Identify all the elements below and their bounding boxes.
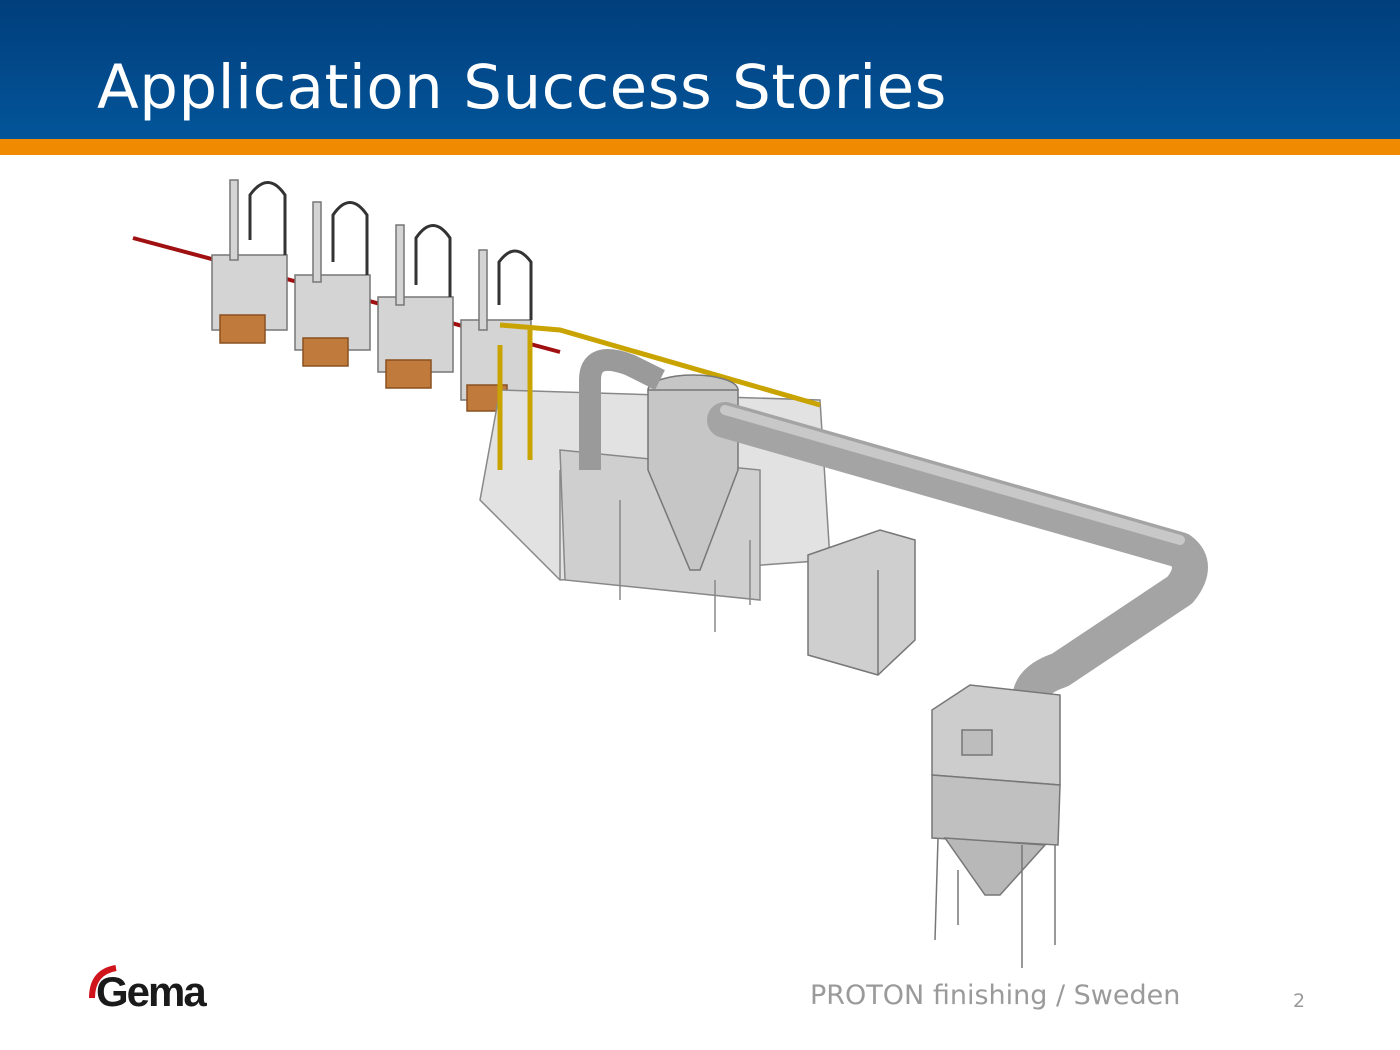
slide-header — [0, 0, 1400, 140]
control-cabinet — [807, 529, 916, 676]
powder-coating-plant-illustration — [132, 179, 1208, 968]
exhaust-duct-highlight — [720, 405, 1185, 545]
page-number: 2 — [1293, 990, 1306, 1012]
slide-caption: PROTON finishing / Sweden — [810, 980, 1181, 1011]
header-accent-stripe — [0, 139, 1400, 155]
powder-booths — [211, 179, 533, 412]
exhaust-duct — [707, 402, 1208, 718]
filter-unit — [931, 684, 1061, 968]
slide-title: Application Success Stories — [97, 52, 947, 123]
gema-logo: Gema — [96, 968, 207, 1015]
gema-logo-arc-icon — [89, 965, 117, 999]
